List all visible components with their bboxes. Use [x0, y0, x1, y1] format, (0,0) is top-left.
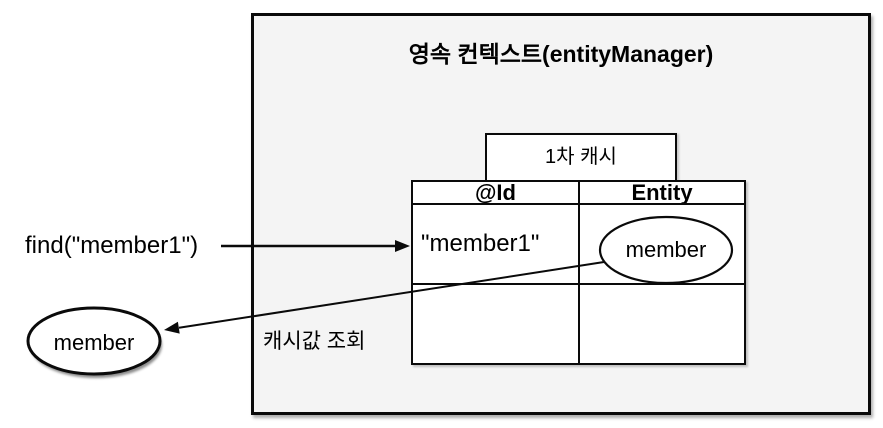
persistence-context-title: 영속 컨텍스트(entityManager) [408, 41, 714, 67]
entity-cell-empty [578, 283, 746, 365]
cache-table-row-2 [411, 283, 746, 365]
cache-lookup-label: 캐시값 조회 [263, 330, 366, 353]
id-cell-empty [411, 283, 580, 365]
cache-table-header-id: @Id [411, 180, 580, 205]
id-cell-member1: "member1" [411, 203, 580, 285]
first-level-cache-box: 1차 캐시 [485, 133, 677, 182]
first-level-cache-label: 1차 캐시 [545, 146, 617, 168]
lookup-arrowhead-icon [164, 321, 180, 334]
entity-member-label: member [625, 237, 707, 262]
result-member-label: member [53, 330, 135, 355]
cache-table-header-entity: Entity [578, 180, 746, 205]
find-call-label: find("member1") [25, 232, 199, 259]
cache-table-header-row: @Id Entity [411, 180, 746, 205]
cache-table: @Id Entity "member1" [411, 180, 746, 365]
